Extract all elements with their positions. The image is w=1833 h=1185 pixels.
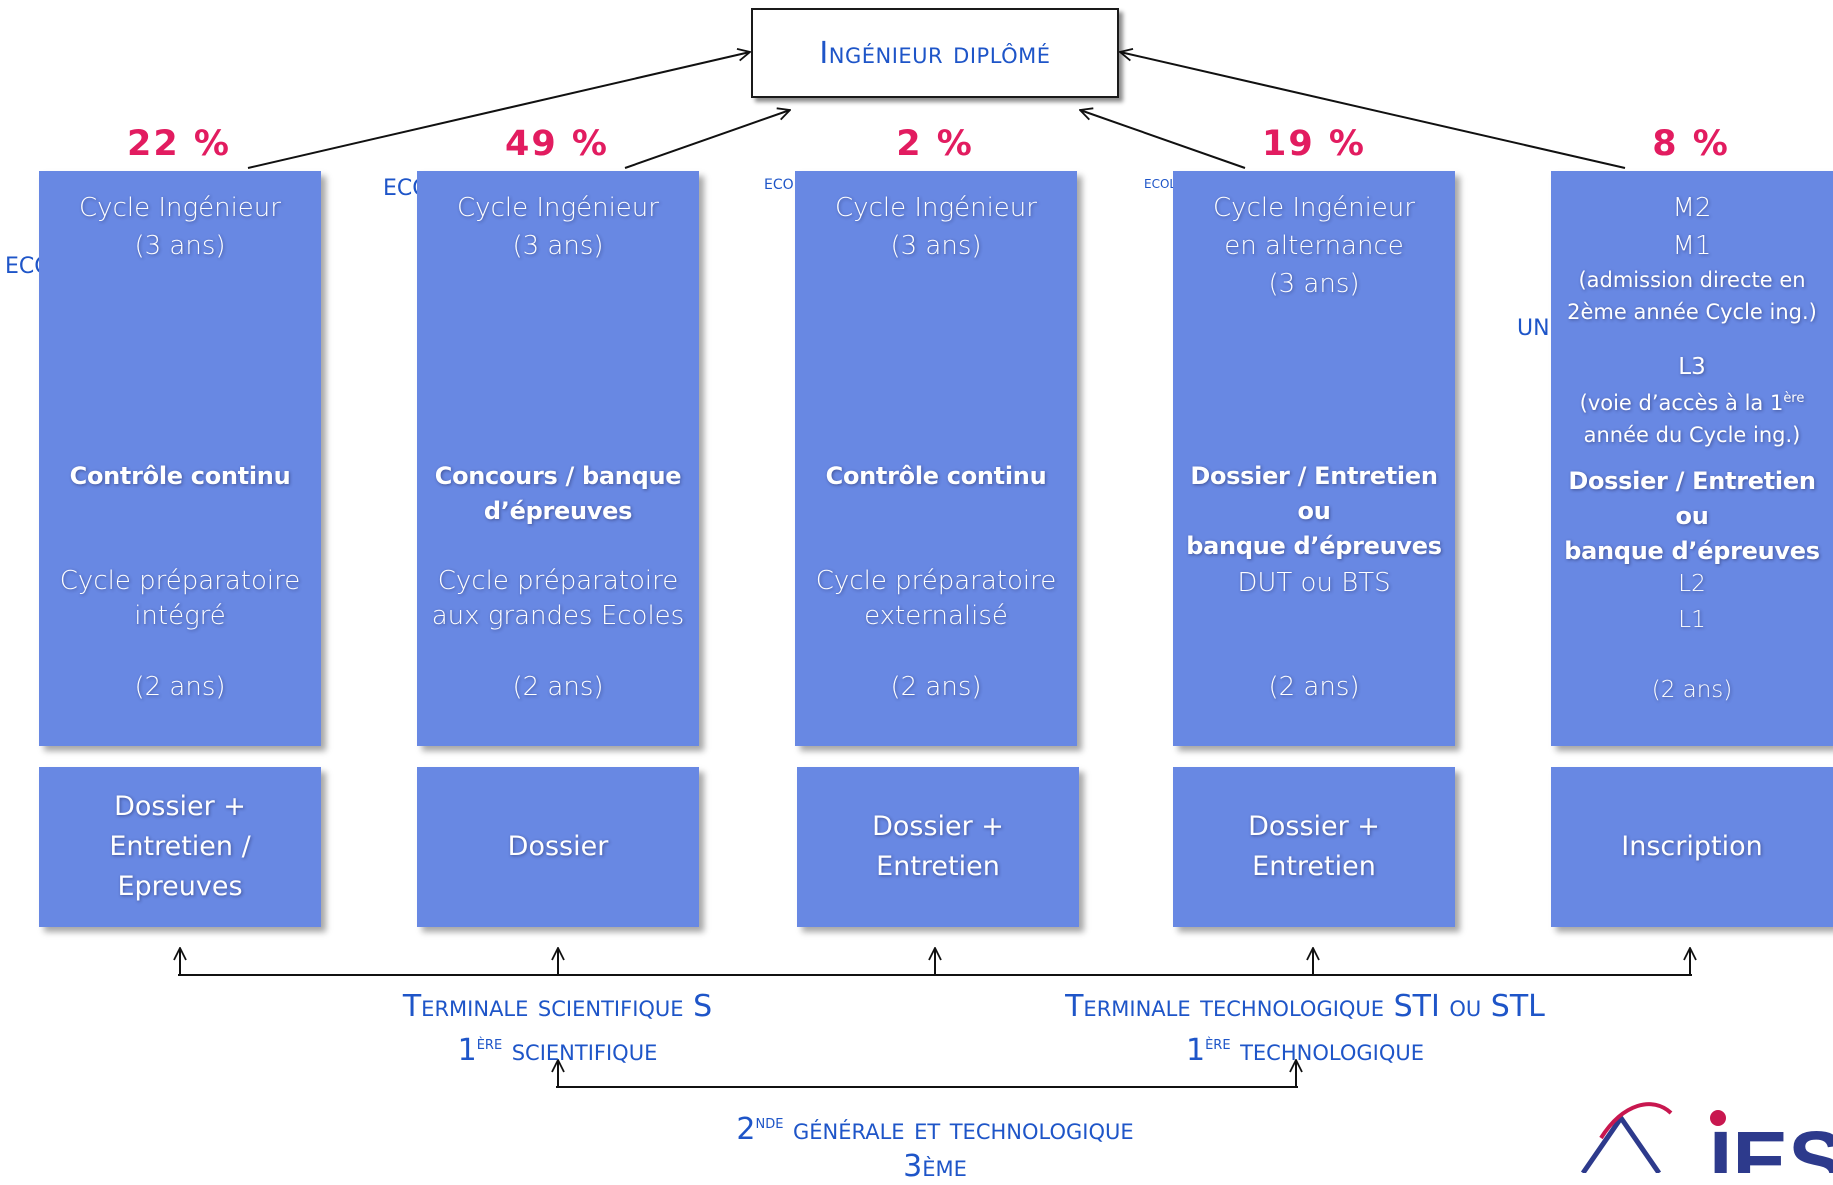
ordinal-number: 1 bbox=[457, 1033, 477, 1068]
percent-col2: 49 % bbox=[505, 124, 609, 164]
cycle-line: M2 bbox=[1672, 193, 1712, 223]
label-technological: Terminale technologique STI ou STL 1ère … bbox=[985, 988, 1625, 1069]
prep-line: externalisé bbox=[864, 601, 1008, 631]
cycle-line: Cycle Ingénieur bbox=[835, 193, 1037, 223]
cycle-line: en alternance bbox=[1224, 231, 1404, 261]
label-text: générale et technologique bbox=[783, 1112, 1134, 1147]
selection-method: Dossier / Entretien ou bbox=[1190, 462, 1438, 525]
ordinal-number: 1 bbox=[1185, 1033, 1206, 1068]
arrow-col5-to-title bbox=[1120, 52, 1626, 169]
percent-col5: 8 % bbox=[1652, 124, 1730, 164]
logo-text: IESF bbox=[1709, 1114, 1833, 1173]
ordinal-number: 3 bbox=[903, 1149, 923, 1184]
prep-line: Cycle préparatoire bbox=[815, 566, 1057, 596]
prep-line: Cycle préparatoire bbox=[59, 566, 301, 596]
side-label-col3: ECOLE EN 3 ANS CPP CPI POLYTECH bbox=[764, 177, 1015, 193]
label-technological-line2: 1ère technologique bbox=[985, 1025, 1625, 1069]
prep-duration: (2 ans) bbox=[512, 672, 604, 702]
logo-graphic-icon: IESF bbox=[1580, 1102, 1833, 1173]
l3-note-text: (voie d’accès à la 1 bbox=[1579, 391, 1784, 415]
cycle-duration: (3 ans) bbox=[890, 231, 982, 261]
label-scientific: Terminale scientifique S 1ère scientifiq… bbox=[320, 988, 795, 1069]
selection-method: Concours / banque bbox=[434, 462, 682, 490]
cycle-line: Cycle Ingénieur bbox=[457, 193, 659, 223]
cycle-note: (admission directe en bbox=[1578, 268, 1806, 292]
label-secondary-line1: 2nde générale et technologique bbox=[600, 1104, 1270, 1148]
label-scientific-line2: 1ère scientifique bbox=[320, 1025, 795, 1069]
ordinal-suffix: ère bbox=[476, 1032, 503, 1054]
column-1-admission: Dossier + Entretien / Epreuves bbox=[39, 767, 321, 927]
column-5-main: M2 M1 (admission directe en 2ème année C… bbox=[1551, 171, 1833, 746]
selection-method: banque d’épreuves bbox=[1564, 537, 1820, 565]
label-secondary-line2: 3ème bbox=[600, 1148, 1270, 1185]
side-label-col1: ECOLE EN 5 ANS bbox=[5, 253, 189, 281]
column-4-main: Cycle Ingénieur en alternance (3 ans) Do… bbox=[1173, 171, 1455, 746]
label-scientific-line1: Terminale scientifique S bbox=[402, 989, 713, 1024]
cycle-duration: (3 ans) bbox=[134, 231, 226, 261]
percent-col4: 19 % bbox=[1262, 124, 1366, 164]
prep-duration: (2 ans) bbox=[890, 672, 982, 702]
selection-method: d’épreuves bbox=[483, 497, 633, 525]
l3-note-sup: ère bbox=[1783, 391, 1805, 406]
iesf-logo: IESF bbox=[1543, 1078, 1833, 1173]
selection-method: banque d’épreuves bbox=[1186, 532, 1442, 560]
arrow-col4-to-title bbox=[1080, 110, 1246, 169]
l3-note-text: année du Cycle ing.) bbox=[1583, 423, 1801, 447]
prep-line: intégré bbox=[134, 601, 226, 631]
side-label-col5: UNIVERSITE bbox=[1517, 315, 1648, 342]
title-box: Ingénieur diplômé bbox=[751, 8, 1119, 98]
l3-label: L3 bbox=[1678, 354, 1706, 380]
column-3-main: Cycle Ingénieur (3 ans) Contrôle continu… bbox=[795, 171, 1077, 746]
prep-duration: (2 ans) bbox=[134, 672, 226, 702]
side-label-col4: ECOLE+ENTREPRISE LYCEE UNIVERSITE bbox=[1144, 177, 1382, 192]
label-technological-line1: Terminale technologique STI ou STL bbox=[1065, 989, 1545, 1024]
percent-col3: 2 % bbox=[896, 124, 974, 164]
ordinal-suffix: ère bbox=[1205, 1032, 1231, 1054]
ordinal-suffix: nde bbox=[755, 1111, 784, 1133]
prep-line: L2 bbox=[1678, 571, 1706, 597]
column-2-admission: Dossier bbox=[417, 767, 699, 927]
cycle-duration: (3 ans) bbox=[1268, 269, 1360, 299]
arrow-col1-to-title bbox=[247, 52, 750, 169]
column-2-main: Cycle Ingénieur (3 ans) Concours / banqu… bbox=[417, 171, 699, 746]
selection-method: Contrôle continu bbox=[69, 462, 291, 490]
ordinal-number: 2 bbox=[736, 1112, 756, 1147]
l3-note-line: (voie d’accès à la 1ère bbox=[1551, 383, 1833, 419]
arrow-col2-to-title bbox=[624, 110, 790, 169]
prep-line: L1 bbox=[1678, 607, 1706, 633]
prep-line: aux grandes Ecoles bbox=[431, 601, 685, 631]
cycle-line: Cycle Ingénieur bbox=[1213, 193, 1415, 223]
column-5-admission: Inscription bbox=[1551, 767, 1833, 927]
cycle-line: Cycle Ingénieur bbox=[79, 193, 281, 223]
label-text: technologique bbox=[1230, 1033, 1424, 1068]
percent-col1: 22 % bbox=[127, 124, 231, 164]
prep-line: Cycle préparatoire bbox=[437, 566, 679, 596]
prep-line: DUT ou BTS bbox=[1237, 568, 1391, 598]
column-1-main: Cycle Ingénieur (3 ans) Contrôle continu… bbox=[39, 171, 321, 746]
column-4-admission: Dossier + Entretien bbox=[1173, 767, 1455, 927]
side-label-col2: ECOLE EN 3 ANS LYCEE bbox=[383, 175, 638, 203]
column-3-admission: Dossier + Entretien bbox=[797, 767, 1079, 927]
label-text: scientifique bbox=[502, 1033, 658, 1068]
title: Ingénieur diplômé bbox=[819, 35, 1051, 71]
selection-method: Dossier / Entretien ou bbox=[1568, 467, 1816, 530]
label-text: ème bbox=[922, 1149, 967, 1184]
selection-method: Contrôle continu bbox=[825, 462, 1047, 490]
cycle-duration: (3 ans) bbox=[512, 231, 604, 261]
cycle-line: M1 bbox=[1672, 231, 1712, 261]
cycle-note: 2ème année Cycle ing.) bbox=[1567, 300, 1817, 324]
prep-duration: (2 ans) bbox=[1268, 672, 1360, 702]
prep-duration: (2 ans) bbox=[1651, 677, 1733, 703]
